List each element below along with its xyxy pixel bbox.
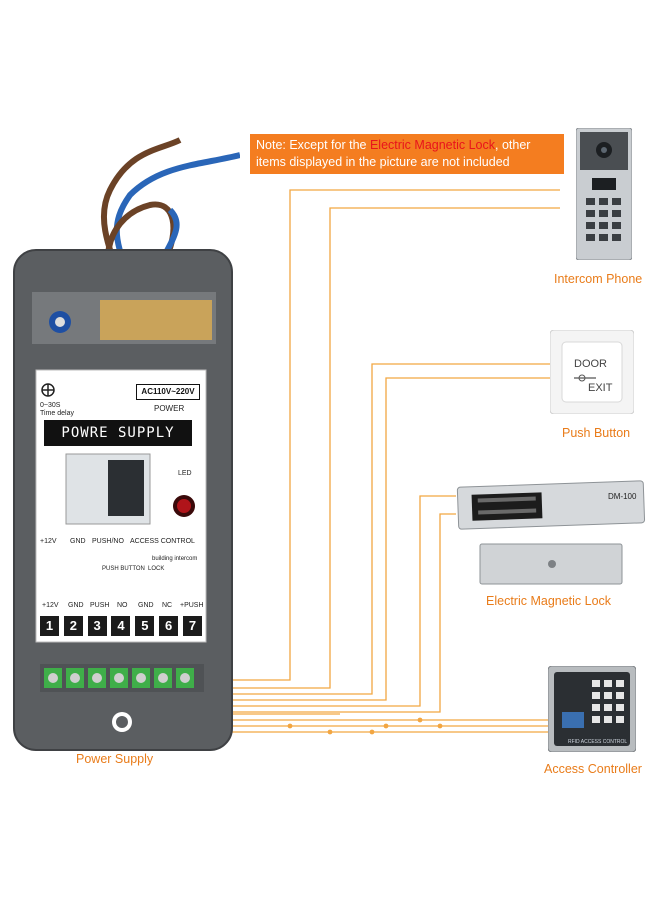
magnetic-lock-image [456, 480, 646, 585]
intercom-phone-image [576, 128, 632, 260]
bottom-terminal-3: PUSH [90, 602, 110, 609]
note-banner: Note: Except for the Electric Magnetic L… [250, 134, 564, 174]
push-button-label: Push Button [562, 426, 631, 440]
top-terminal-2: GND [70, 538, 86, 545]
top-terminal-3: PUSH/NO [92, 538, 124, 545]
wire-push-1 [208, 363, 556, 695]
push-button-label: PUSH BUTTON [102, 566, 145, 572]
terminal-number-row: 1 2 3 4 5 6 7 [40, 616, 202, 636]
time-delay-label: Time delay [40, 410, 74, 417]
access-controller-label: Access Controller [544, 762, 642, 776]
power-supply-device [13, 137, 240, 751]
bottom-terminal-5: GND [138, 602, 154, 609]
intercom-phone-label: Intercom Phone [554, 272, 643, 286]
terminal-number: 7 [182, 616, 202, 636]
wire-intercom-2 [208, 207, 560, 689]
terminal-number: 3 [87, 616, 107, 636]
lock-label: LOCK [148, 566, 165, 572]
door-text: DOOR [574, 358, 607, 370]
top-terminal-1: +12V [40, 538, 57, 545]
power-supply-screen: POWRE SUPPLY [44, 420, 192, 446]
terminal-number: 1 [40, 616, 59, 636]
note-highlight: Electric Magnetic Lock [369, 138, 496, 152]
time-delay-range: 0~30S [40, 402, 61, 409]
bottom-terminal-4: NO [117, 602, 128, 609]
note-prefix: Note: Except for the [256, 138, 370, 152]
exit-text: EXIT [588, 382, 613, 394]
bottom-terminal-7: +PUSH [180, 602, 204, 609]
voltage-label: AC110V~220V [136, 384, 200, 400]
access-controller-image [548, 666, 636, 752]
wire-lock-1 [208, 495, 456, 707]
terminal-number: 2 [63, 616, 83, 636]
wire-push-2 [208, 377, 556, 701]
terminal-number: 5 [135, 616, 155, 636]
power-label: POWER [154, 404, 185, 413]
bottom-terminal-1: +12V [42, 602, 59, 609]
terminal-number: 4 [111, 616, 131, 636]
rfid-caption: RFID ACCESS CONTROL [568, 739, 628, 745]
wire-lock-2 [208, 513, 456, 713]
push-button-image [550, 330, 634, 414]
wire-intercom-1 [196, 189, 560, 681]
terminal-number: 6 [159, 616, 179, 636]
building-intercom-label: building intercom [152, 556, 198, 562]
electric-magnetic-lock-label: Electric Magnetic Lock [486, 594, 612, 608]
led-label: LED [178, 470, 192, 477]
mag-lock-model: DM-100 [608, 492, 637, 501]
top-terminal-4: ACCESS CONTROL [130, 538, 195, 545]
bottom-terminal-2: GND [68, 602, 84, 609]
note-suffix: , other items displayed in the picture a… [256, 138, 531, 169]
bottom-terminal-6: NC [162, 602, 173, 609]
power-supply-label: Power Supply [76, 752, 154, 766]
